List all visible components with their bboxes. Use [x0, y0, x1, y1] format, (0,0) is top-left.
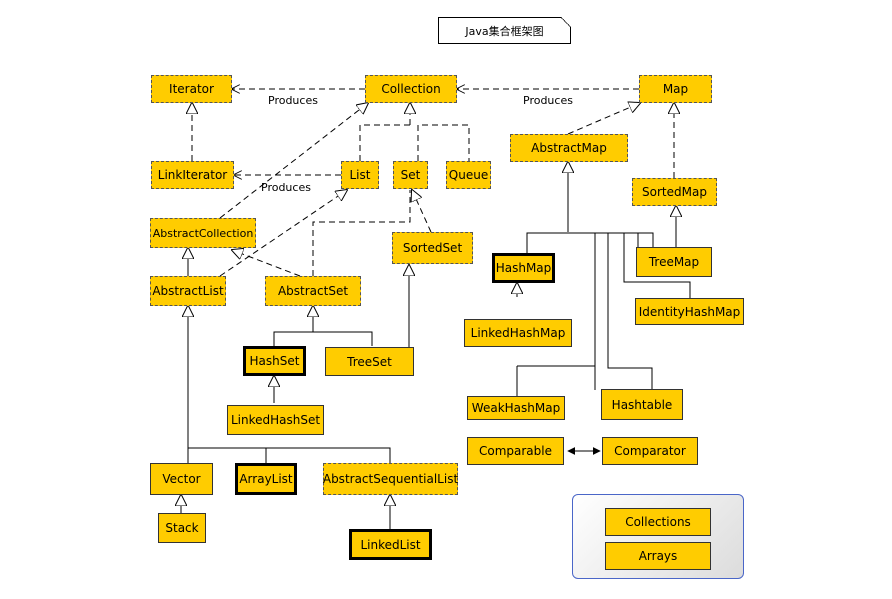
identity-hash-map-node: IdentityHashMap	[635, 298, 744, 325]
array-list-node: ArrayList	[235, 463, 297, 495]
list-node: List	[341, 161, 379, 189]
comparable-node: Comparable	[467, 437, 564, 465]
linked-hash-map-node: LinkedHashMap	[464, 319, 572, 347]
diagram-title: Java集合框架图	[438, 17, 571, 44]
stack-node: Stack	[158, 513, 206, 543]
produces-label-iterator: Produces	[268, 94, 318, 107]
sorted-set-node: SortedSet	[392, 232, 473, 264]
hash-set-node: HashSet	[243, 346, 306, 376]
hash-map-node: HashMap	[492, 253, 555, 283]
map-node: Map	[639, 75, 712, 103]
iterator-node: Iterator	[151, 75, 232, 103]
hashtable-node: Hashtable	[601, 389, 683, 420]
abstract-sequential-list-node: AbstractSequentialList	[323, 463, 458, 495]
vector-node: Vector	[150, 463, 213, 495]
collections-node: Collections	[605, 508, 711, 536]
weak-hash-map-node: WeakHashMap	[467, 396, 565, 420]
collection-node: Collection	[365, 75, 457, 103]
sorted-map-node: SortedMap	[632, 178, 717, 206]
comparator-node: Comparator	[602, 437, 698, 465]
produces-label-map: Produces	[523, 94, 573, 107]
arrays-node: Arrays	[605, 542, 711, 570]
tree-map-node: TreeMap	[636, 247, 712, 277]
produces-label-list: Produces	[261, 181, 311, 194]
link-iterator-node: LinkIterator	[151, 161, 234, 189]
queue-node: Queue	[446, 161, 491, 189]
tree-set-node: TreeSet	[325, 347, 414, 376]
linked-list-node: LinkedList	[349, 529, 432, 560]
linked-hash-set-node: LinkedHashSet	[227, 405, 324, 435]
abstract-map-node: AbstractMap	[510, 134, 628, 162]
abstract-set-node: AbstractSet	[265, 276, 361, 306]
set-node: Set	[393, 161, 428, 189]
abstract-collection-node: AbstractCollection	[150, 218, 256, 248]
abstract-list-node: AbstractList	[150, 276, 226, 306]
